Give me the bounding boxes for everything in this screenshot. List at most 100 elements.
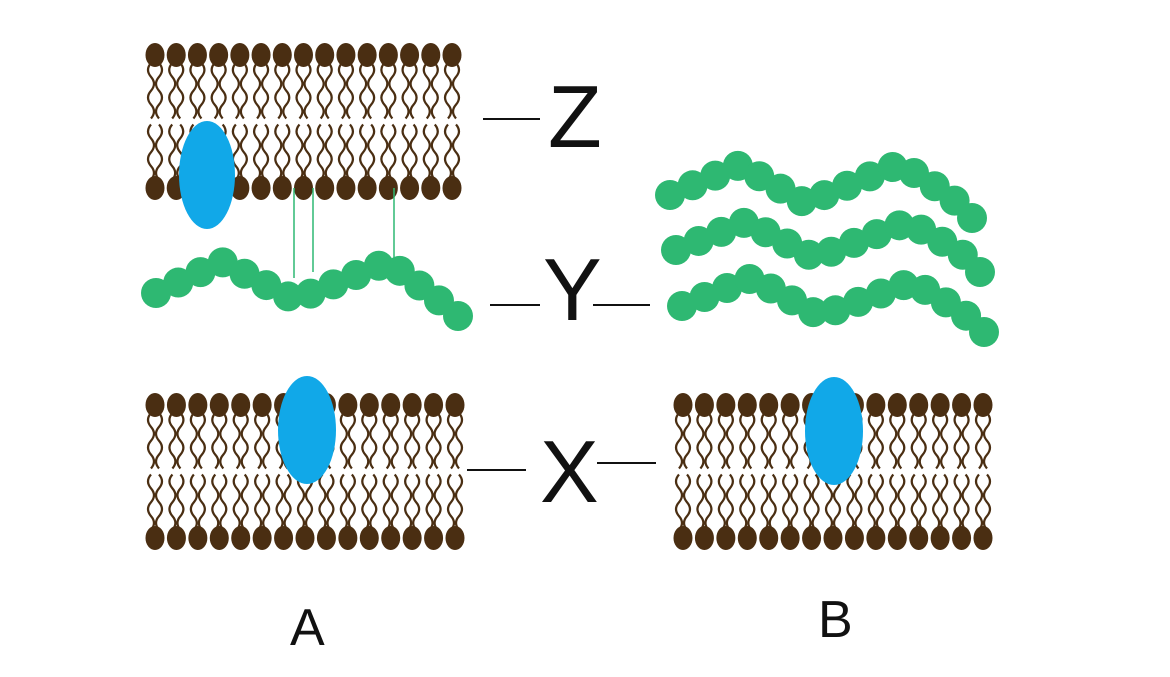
lipid-tail [382, 473, 391, 531]
lipid-tail [168, 62, 177, 120]
lipid-tail [717, 473, 726, 531]
lipid-head [336, 43, 356, 67]
lipid-tail [252, 123, 262, 181]
lipid-head [315, 43, 335, 67]
lipid-tail [682, 412, 692, 470]
lipid-tail [846, 473, 855, 531]
bead [969, 317, 999, 347]
lipid-head [188, 526, 208, 550]
lipid-tail [932, 412, 941, 470]
protein-ellipse [805, 377, 863, 485]
lipid-head [402, 393, 422, 417]
lipid-head [252, 393, 272, 417]
lipid-tail [674, 473, 684, 531]
lipid-tail [168, 123, 177, 181]
label-x: X [540, 422, 599, 521]
lipid-tail [875, 473, 884, 531]
lipid-tail [359, 62, 368, 120]
label-a: A [290, 599, 325, 657]
lipid-head [359, 526, 379, 550]
bead [820, 295, 851, 326]
lipid-tail [782, 473, 791, 531]
bead [832, 170, 863, 201]
bead [798, 297, 829, 328]
lipid-tail [790, 473, 799, 531]
lipid-tail [725, 412, 734, 470]
bead [706, 216, 737, 247]
lipid-tail [211, 412, 220, 470]
lipid-tail [782, 412, 791, 470]
lipid-head [187, 43, 207, 67]
bead [667, 291, 697, 321]
bead [712, 272, 743, 303]
lipid-tail [803, 473, 812, 531]
bead [273, 281, 304, 312]
lipid-head [251, 176, 271, 200]
chain-y-a [141, 247, 473, 331]
lipid-tail [430, 62, 439, 120]
lipid-head [400, 176, 420, 200]
lipid-tail [382, 412, 391, 470]
lipid-tail [739, 473, 748, 531]
lipid-tail [390, 412, 399, 470]
lipid-tail [316, 62, 325, 120]
lipid-tail [412, 473, 421, 531]
chain-y-b-1 [655, 150, 987, 233]
lipid-tail [854, 473, 863, 531]
lipid-head [272, 43, 292, 67]
lipid-tail [982, 473, 992, 531]
lipid-tail [219, 473, 228, 531]
lipid-tail [189, 62, 198, 120]
lipid-tail [412, 412, 421, 470]
lipid-head [145, 526, 165, 550]
lipid-tail [889, 473, 898, 531]
lipid-head [445, 526, 465, 550]
bead [816, 236, 847, 267]
lipid-tail [674, 412, 684, 470]
lipid-tail [401, 62, 410, 120]
chain-y-b-2 [661, 207, 995, 287]
lipid-tail [953, 473, 962, 531]
lipid-tail [254, 473, 263, 531]
lipid-head [424, 526, 444, 550]
lipid-tail [324, 123, 333, 181]
lipid-tail [425, 412, 434, 470]
lipid-head [378, 176, 398, 200]
lipid-head [145, 176, 165, 200]
lipid-tail [316, 123, 325, 181]
lipid-head [272, 176, 292, 200]
lipid-tail [252, 62, 262, 120]
lipid-tail [443, 123, 453, 181]
lipid-head [973, 526, 993, 550]
lipid-head [909, 526, 929, 550]
lipid-tail [347, 473, 356, 531]
label-y: Y [543, 240, 602, 339]
lipid-head [166, 526, 186, 550]
lipid-head [400, 43, 420, 67]
lipid-head [231, 393, 251, 417]
lipid-head [295, 526, 315, 550]
bead [786, 186, 817, 217]
lipid-tail [953, 412, 962, 470]
lipid-tail [339, 412, 348, 470]
lipid-tail [760, 473, 769, 531]
lipid-tail [918, 473, 927, 531]
lipid-tail [875, 412, 884, 470]
lipid-tail [168, 473, 177, 531]
bead [683, 225, 714, 256]
lipid-tail [254, 412, 263, 470]
label-b: B [818, 591, 853, 649]
lipid-tail [218, 62, 227, 120]
lipid-head [866, 393, 886, 417]
lipid-head [145, 393, 165, 417]
lipid-head [402, 526, 422, 550]
bead [854, 161, 885, 192]
lipid-tail [231, 123, 240, 181]
lipid-tail [446, 412, 456, 470]
lipid-tail [910, 473, 919, 531]
lipid-tail [240, 473, 249, 531]
bead [843, 286, 874, 317]
lipid-head [673, 393, 693, 417]
lipid-head [188, 393, 208, 417]
